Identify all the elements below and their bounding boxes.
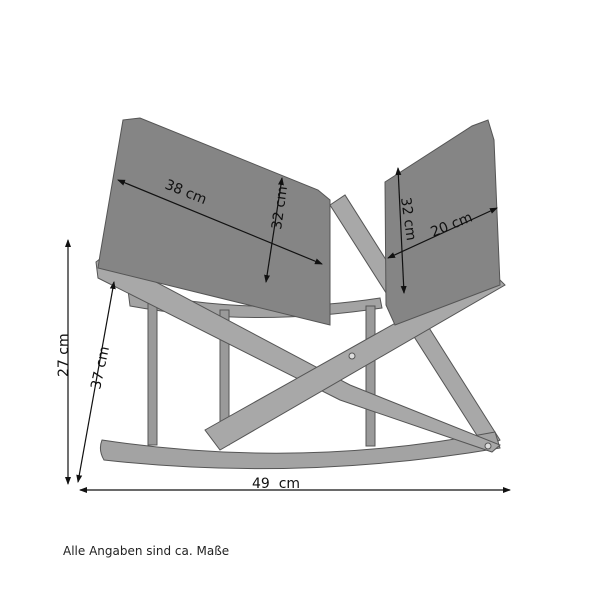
height-label: 27 cm bbox=[56, 333, 72, 377]
front-rocker bbox=[99, 431, 501, 470]
footrest-illustration bbox=[95, 117, 506, 470]
diagonal-height-line bbox=[76, 281, 116, 483]
rod bbox=[147, 299, 158, 446]
diagonal-height-label: 37 cm bbox=[88, 345, 113, 391]
rest-width-label: 32 cm bbox=[397, 196, 419, 241]
seat-length-line bbox=[117, 179, 323, 265]
dimension-lines bbox=[65, 167, 511, 493]
total-length-label: 49 cm bbox=[252, 476, 300, 492]
seat-width-line bbox=[264, 177, 284, 283]
caption: Alle Angaben sind ca. Maße bbox=[63, 544, 230, 558]
rod bbox=[365, 305, 376, 447]
seat-width-label: 32 cm bbox=[269, 185, 291, 230]
rest-length-line bbox=[387, 207, 498, 259]
hinge-bolt bbox=[348, 352, 356, 360]
hinge-bolt bbox=[484, 442, 492, 450]
